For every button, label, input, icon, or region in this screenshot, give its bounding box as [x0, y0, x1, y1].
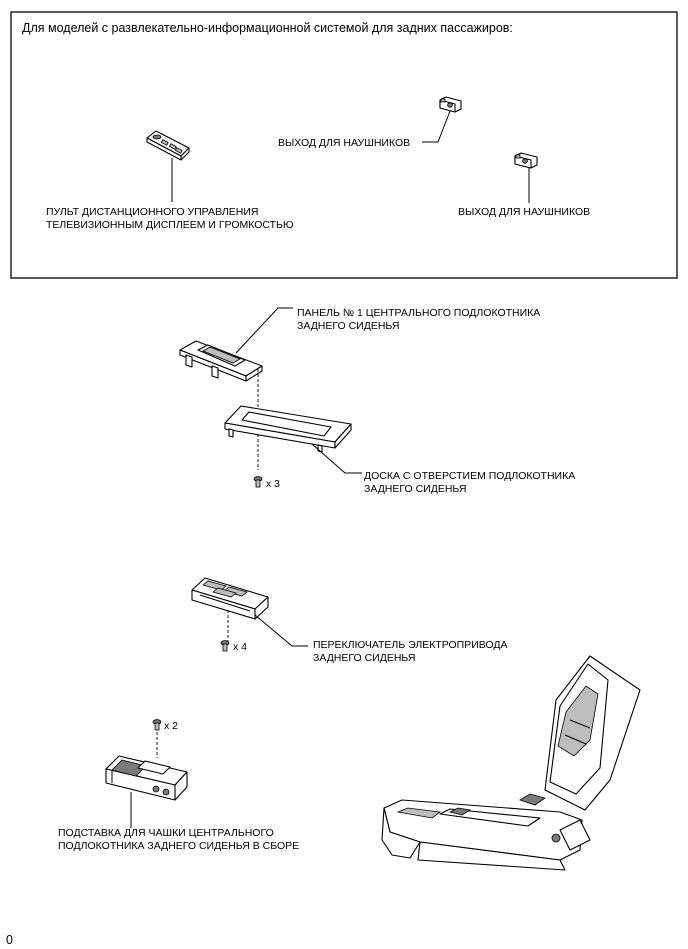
armrest-hole-board-illustration: [224, 405, 352, 453]
remote-label-line2: ТЕЛЕВИЗИОННЫМ ДИСПЛЕЕМ И ГРОМКОСТЬЮ: [46, 219, 294, 231]
cup-label-line2: ПОДЛОКОТНИКА ЗАДНЕГО СИДЕНЬЯ В СБОРЕ: [58, 840, 299, 852]
screw-icon: [220, 640, 230, 652]
panel1-leader-line: [235, 307, 293, 354]
panel1-label-line1: ПАНЕЛЬ № 1 ЦЕНТРАЛЬНОГО ПОДЛОКОТНИКА: [297, 307, 540, 319]
cup-screw-qty: x 2: [164, 720, 178, 732]
switch-label-line1: ПЕРЕКЛЮЧАТЕЛЬ ЭЛЕКТРОПРИВОДА: [313, 639, 508, 651]
screw-icon: [152, 719, 162, 731]
remote-control-illustration: [146, 130, 190, 161]
headphone-jack-1-illustration: [439, 96, 462, 113]
headphone-out-label-1: ВЫХОД ДЛЯ НАУШНИКОВ: [278, 137, 410, 149]
cup-label-line1: ПОДСТАВКА ДЛЯ ЧАШКИ ЦЕНТРАЛЬНОГО: [58, 827, 274, 839]
headphone-out-label-2: ВЫХОД ДЛЯ НАУШНИКОВ: [458, 206, 590, 218]
rear-entertainment-frame: [10, 11, 678, 279]
switch-label-line2: ЗАДНЕГО СИДЕНЬЯ: [313, 652, 415, 664]
seat-switch-illustration: [191, 577, 269, 620]
headphone-jack-2-illustration: [514, 152, 538, 169]
headphone-1-leader-line: [422, 110, 451, 143]
board-label-line1: ДОСКА С ОТВЕРСТИЕМ ПОДЛОКОТНИКА: [364, 470, 575, 482]
screw-icon: [253, 476, 263, 488]
remote-label-line1: ПУЛЬТ ДИСТАНЦИОННОГО УПРАВЛЕНИЯ: [46, 206, 258, 218]
switch-screw-qty: x 4: [233, 641, 247, 653]
panel1-label-line2: ЗАДНЕГО СИДЕНЬЯ: [297, 320, 399, 332]
board-leader-line: [311, 443, 362, 474]
board-label-line2: ЗАДНЕГО СИДЕНЬЯ: [364, 483, 466, 495]
switch-leader-line: [254, 614, 308, 647]
armrest-panel-1-illustration: [179, 340, 263, 382]
cup-holder-illustration: [105, 755, 188, 801]
header-note: Для моделей с развлекательно-информацион…: [22, 21, 513, 35]
page-marker: 0: [6, 933, 13, 947]
board-screw-qty: x 3: [266, 478, 280, 490]
center-armrest-illustration: [381, 655, 641, 871]
